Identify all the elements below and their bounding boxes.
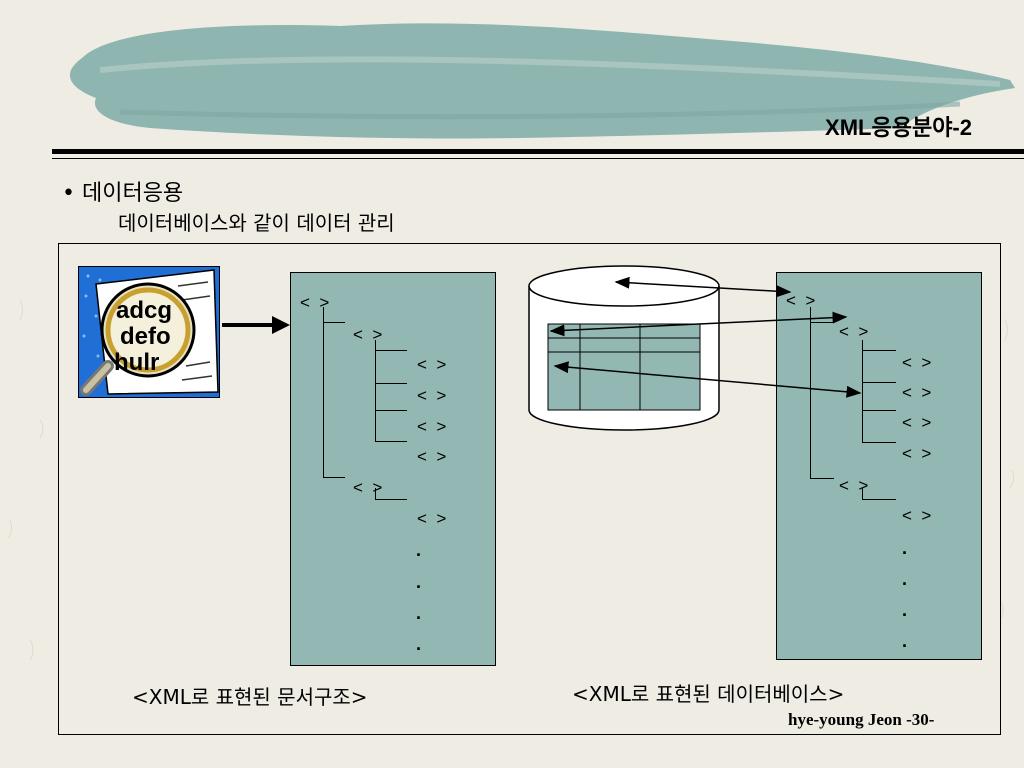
right-panel-caption: <XML로 표현된 데이터베이스> bbox=[572, 682, 845, 706]
bullet-description: 데이터베이스와 같이 데이터 관리 bbox=[118, 211, 395, 235]
tree-line bbox=[323, 477, 345, 478]
ellipsis-dot: . bbox=[416, 540, 422, 560]
ellipsis-dot: . bbox=[902, 631, 908, 651]
bullet-heading: • 데이터응용 bbox=[62, 181, 184, 206]
xml-tag: < > bbox=[417, 417, 447, 436]
tree-line bbox=[375, 488, 376, 500]
tree-line bbox=[323, 307, 324, 477]
xml-tag: < > bbox=[902, 506, 932, 525]
author-page-credit: hye-young Jeon -30- bbox=[788, 710, 935, 729]
arrow-db-root bbox=[614, 276, 792, 298]
ellipsis-dot: . bbox=[902, 569, 908, 589]
tree-line bbox=[862, 350, 896, 351]
tree-line bbox=[810, 478, 834, 479]
xml-tag: < > bbox=[786, 291, 816, 310]
ellipsis-dot: . bbox=[416, 603, 422, 623]
xml-tag: < > bbox=[417, 386, 447, 405]
ellipsis-dot: . bbox=[902, 538, 908, 558]
header-brush-stroke bbox=[69, 23, 1016, 139]
xml-document-panel bbox=[290, 272, 496, 666]
magnifier-text-line-2: defo bbox=[120, 323, 171, 350]
xml-tag: < > bbox=[417, 447, 447, 466]
xml-tag: < > bbox=[417, 509, 447, 528]
xml-tag: < > bbox=[353, 478, 383, 497]
tree-line bbox=[375, 441, 407, 442]
tree-line bbox=[862, 499, 896, 500]
magnifier-icon: adcg defo hulr bbox=[77, 265, 221, 399]
tree-line bbox=[375, 340, 376, 442]
slide-title: XML응용분야-2 bbox=[825, 115, 972, 140]
tree-line bbox=[375, 383, 407, 384]
tree-line bbox=[862, 340, 863, 443]
tree-line bbox=[862, 488, 863, 500]
ellipsis-dot: . bbox=[902, 600, 908, 620]
tree-line bbox=[375, 350, 407, 351]
tree-line bbox=[375, 410, 407, 411]
ellipsis-dot: . bbox=[416, 634, 422, 654]
xml-tag: < > bbox=[839, 476, 869, 495]
diagram-frame bbox=[58, 243, 1001, 735]
tree-line bbox=[862, 382, 896, 383]
xml-tag: < > bbox=[902, 383, 932, 402]
left-panel-caption: <XML로 표현된 문서구조> bbox=[132, 685, 368, 709]
xml-tag: < > bbox=[902, 413, 932, 432]
xml-tag: < > bbox=[417, 355, 447, 374]
xml-tag: < > bbox=[300, 293, 330, 312]
xml-tag: < > bbox=[902, 353, 932, 372]
arrow-table-row bbox=[553, 361, 862, 398]
tree-line bbox=[375, 499, 407, 500]
title-divider-thick bbox=[52, 149, 1024, 154]
tree-line bbox=[323, 322, 345, 323]
magnifier-text-line-1: adcg bbox=[116, 297, 172, 324]
title-divider-thin bbox=[52, 158, 1024, 159]
xml-tag: < > bbox=[902, 444, 932, 463]
arrow-table-header bbox=[549, 311, 848, 337]
magnifier-text-line-3: hulr bbox=[114, 349, 159, 376]
tree-line bbox=[862, 442, 896, 443]
xml-tag: < > bbox=[353, 325, 383, 344]
ellipsis-dot: . bbox=[416, 572, 422, 592]
magnifier-document-icon: adcg defo hulr bbox=[77, 265, 221, 399]
arrow-right-icon bbox=[222, 316, 290, 334]
tree-line bbox=[862, 410, 896, 411]
